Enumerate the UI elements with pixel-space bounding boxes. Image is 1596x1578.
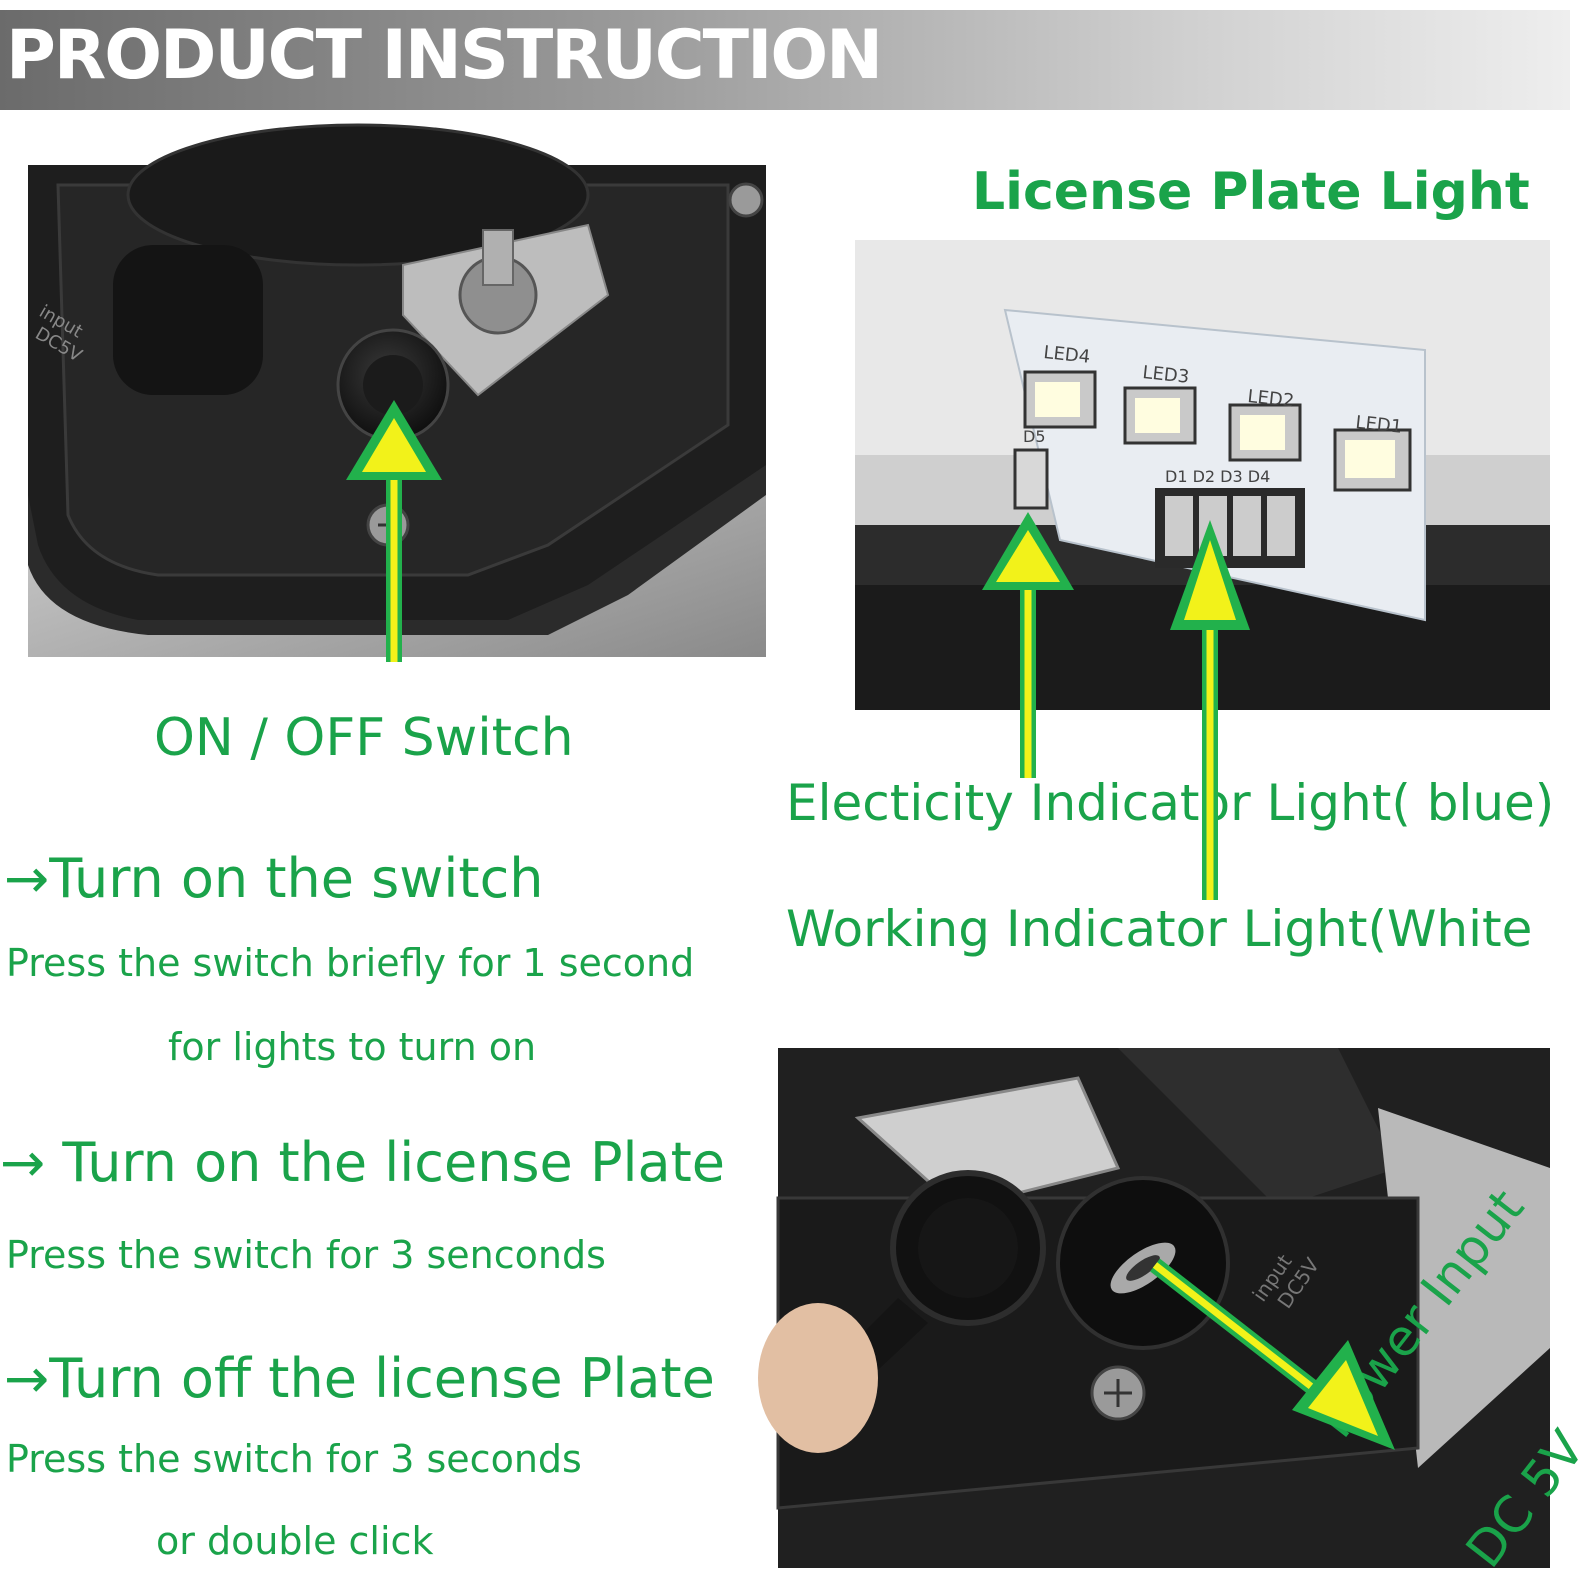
header-banner bbox=[0, 10, 1570, 110]
step-3-desc-1: Press the switch for 3 seconds bbox=[6, 1437, 582, 1481]
switch-label: ON / OFF Switch bbox=[154, 708, 574, 768]
pcb-label-d5: D5 bbox=[1023, 427, 1046, 446]
led-chips bbox=[1023, 370, 1412, 492]
step-1-desc-2: for lights to turn on bbox=[168, 1025, 537, 1069]
electricity-indicator-label: Electicity Indicator Light( blue) bbox=[786, 774, 1555, 832]
plate-light-title: License Plate Light bbox=[972, 162, 1530, 222]
power-port-photo: input DC5V bbox=[758, 1048, 1550, 1568]
pcb-label-led4: LED4 bbox=[1042, 342, 1091, 368]
plate-light-photo: LED4 LED3 LED2 LED1 D5 D1 D2 D3 D4 bbox=[855, 240, 1550, 710]
d5-chip bbox=[1013, 448, 1049, 510]
step-3-desc-2: or double click bbox=[156, 1519, 434, 1563]
working-indicator-label: Working Indicator Light(White bbox=[786, 900, 1533, 958]
pcb-label-led2: LED2 bbox=[1246, 386, 1295, 412]
step-2-title: → Turn on the license Plate bbox=[0, 1131, 725, 1194]
step-3-title: →Turn off the license Plate bbox=[4, 1347, 715, 1410]
pcb-label-led1: LED1 bbox=[1354, 412, 1403, 438]
step-2-desc-1: Press the switch for 3 senconds bbox=[6, 1233, 606, 1277]
pcb-label-led3: LED3 bbox=[1141, 362, 1190, 388]
pcb-label-d-row: D1 D2 D3 D4 bbox=[1165, 467, 1270, 486]
switch-photo: input DC5V bbox=[28, 123, 766, 657]
step-1-title: →Turn on the switch bbox=[4, 847, 544, 910]
step-1-desc-1: Press the switch briefly for 1 second bbox=[6, 941, 695, 985]
page-title: PRODUCT INSTRUCTION bbox=[6, 16, 883, 95]
